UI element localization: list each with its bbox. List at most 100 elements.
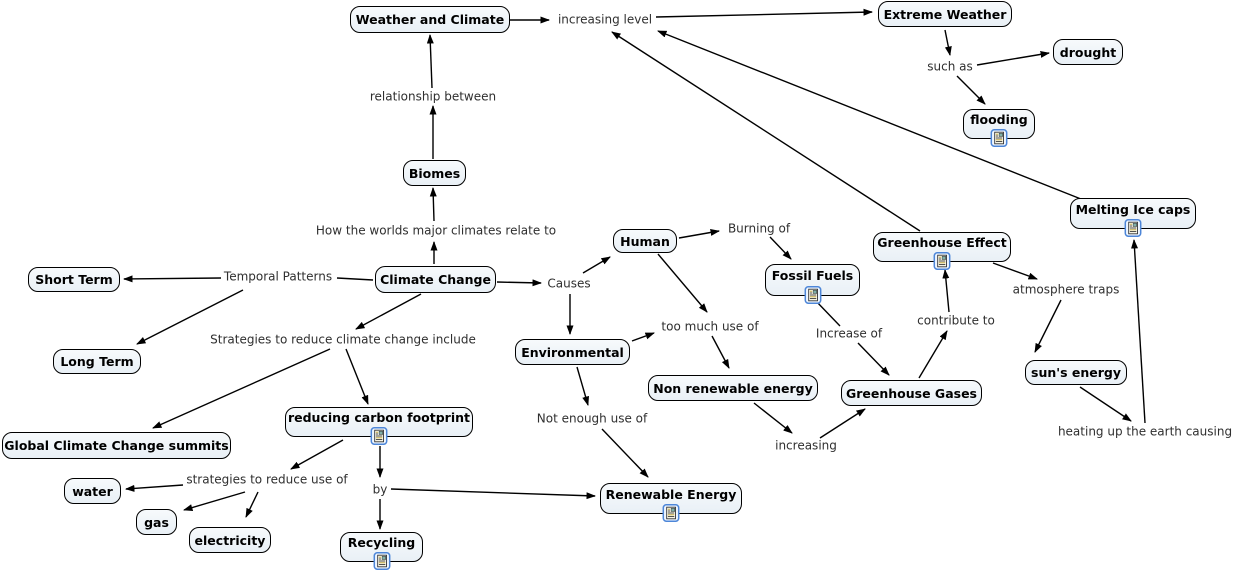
connector-human-to-burning-of xyxy=(678,229,720,239)
concept-label: Recycling xyxy=(347,535,416,550)
concept-node-human[interactable]: Human xyxy=(613,229,677,253)
connector-temporal-patterns-to-short-term xyxy=(123,275,222,283)
linking-phrase-atmosphere-traps[interactable]: atmosphere traps xyxy=(1010,282,1122,298)
linking-phrase-increase-of[interactable]: Increase of xyxy=(813,326,885,342)
concept-node-reducing-carbon-footprint[interactable]: reducing carbon footprint xyxy=(285,407,473,445)
concept-node-flooding[interactable]: flooding xyxy=(963,109,1035,147)
concept-node-weather-and-climate[interactable]: Weather and Climate xyxy=(350,6,510,33)
concept-label: drought xyxy=(1059,44,1117,60)
concept-label: Environmental xyxy=(521,344,624,360)
concept-label: Climate Change xyxy=(380,272,491,287)
concept-node-gas[interactable]: gas xyxy=(136,509,177,535)
connector-greenhouse-effect-to-atmosphere-traps xyxy=(992,262,1038,280)
concept-label: Global Climate Change summits xyxy=(4,438,229,453)
linking-phrase-by[interactable]: by xyxy=(370,482,390,498)
concept-label: Renewable Energy xyxy=(605,486,737,502)
concept-node-melting-ice-caps[interactable]: Melting Ice caps xyxy=(1070,198,1196,237)
resource-icon[interactable] xyxy=(804,286,821,304)
concept-label: gas xyxy=(144,514,169,530)
connector-not-enough-use-of-to-renewable-energy xyxy=(601,428,649,478)
linking-phrase-temporal-patterns[interactable]: Temporal Patterns xyxy=(221,269,335,285)
concept-node-greenhouse-gases[interactable]: Greenhouse Gases xyxy=(841,380,982,406)
connector-climate-change-to-temporal-patterns xyxy=(336,277,374,281)
concept-node-environmental[interactable]: Environmental xyxy=(515,339,630,365)
connector-greenhouse-gases-to-contribute-to xyxy=(918,330,948,379)
concept-label: Fossil Fuels xyxy=(771,268,854,283)
resource-icon[interactable] xyxy=(662,504,680,522)
concept-label: Human xyxy=(620,233,670,249)
resource-icon[interactable] xyxy=(373,552,390,570)
concept-node-fossil-fuels[interactable]: Fossil Fuels xyxy=(765,264,860,304)
connector-temporal-patterns-to-long-term xyxy=(136,289,244,345)
connector-increasing-level-to-extreme-weather xyxy=(655,8,873,18)
concept-node-drought[interactable]: drought xyxy=(1053,39,1123,65)
resource-icon[interactable] xyxy=(933,252,951,270)
concept-label: Short Term xyxy=(35,272,113,287)
connector-causes-to-human xyxy=(582,256,611,274)
connector-increase-of-to-greenhouse-gases xyxy=(857,342,890,376)
concept-node-climate-change[interactable]: Climate Change xyxy=(375,266,496,293)
concept-label: water xyxy=(72,483,113,499)
linking-phrase-too-much-use-of[interactable]: too much use of xyxy=(659,319,761,335)
concept-node-long-term[interactable]: Long Term xyxy=(53,349,141,374)
linking-phrase-increasing[interactable]: increasing xyxy=(773,438,839,454)
resource-icon[interactable] xyxy=(1124,219,1142,237)
concept-label: Greenhouse Gases xyxy=(846,385,977,401)
connector-extreme-weather-to-such-as xyxy=(944,29,952,56)
connector-reducing-carbon-footprint-to-strategies-reduce-use xyxy=(290,439,344,470)
concept-label: Extreme Weather xyxy=(883,6,1007,22)
connector-by-to-renewable-energy xyxy=(390,488,596,500)
concept-node-short-term[interactable]: Short Term xyxy=(28,267,120,292)
concept-node-non-renewable-energy[interactable]: Non renewable energy xyxy=(648,375,818,401)
concept-label: Melting Ice caps xyxy=(1075,201,1191,217)
linking-phrase-strategies-reduce-use[interactable]: strategies to reduce use of xyxy=(184,472,350,488)
concept-label: reducing carbon footprint xyxy=(287,410,471,425)
concept-node-electricity[interactable]: electricity xyxy=(189,527,271,553)
concept-node-biomes[interactable]: Biomes xyxy=(403,160,466,186)
connector-relationship-between-to-weather-and-climate xyxy=(426,34,434,89)
connector-climate-change-to-strategies-reduce-climate-change xyxy=(355,293,422,330)
concept-node-extreme-weather[interactable]: Extreme Weather xyxy=(878,1,1012,27)
linking-phrase-causes[interactable]: Causes xyxy=(545,276,593,292)
resource-icon[interactable] xyxy=(370,427,388,445)
linking-phrase-such-as[interactable]: such as xyxy=(925,59,975,75)
linking-phrase-contribute-to[interactable]: contribute to xyxy=(915,313,997,329)
concept-node-greenhouse-effect[interactable]: Greenhouse Effect xyxy=(873,232,1011,270)
concept-label: Non renewable energy xyxy=(653,380,813,396)
concept-label: sun's energy xyxy=(1031,365,1121,380)
concept-node-water[interactable]: water xyxy=(64,478,121,504)
connector-environmental-to-too-much-use-of xyxy=(631,332,655,342)
connector-environmental-to-not-enough-use-of xyxy=(576,366,589,406)
connector-increasing-to-greenhouse-gases xyxy=(819,408,866,439)
connector-greenhouse-effect-to-increasing-level xyxy=(611,31,921,232)
linking-phrase-how-worlds-climates[interactable]: How the worlds major climates relate to xyxy=(313,223,559,239)
connector-too-much-use-of-to-non-renewable-energy xyxy=(711,335,730,369)
connector-burning-of-to-fossil-fuels xyxy=(769,236,792,260)
connector-suns-energy-to-heating-up-earth xyxy=(1079,386,1132,422)
concept-node-recycling[interactable]: Recycling xyxy=(340,532,423,570)
linking-phrase-strategies-reduce-climate-change[interactable]: Strategies to reduce climate change incl… xyxy=(208,332,478,348)
connector-heating-up-earth-to-melting-ice-caps xyxy=(1131,239,1146,424)
connector-strategies-reduce-use-to-electricity xyxy=(245,491,259,518)
connector-contribute-to-to-greenhouse-effect xyxy=(942,269,950,313)
connector-human-to-too-much-use-of xyxy=(657,253,708,313)
resource-icon[interactable] xyxy=(990,129,1008,147)
connector-melting-ice-caps-to-increasing-level xyxy=(657,30,1087,202)
concept-label: Long Term xyxy=(60,354,134,369)
linking-phrase-burning-of[interactable]: Burning of xyxy=(725,221,793,237)
connector-such-as-to-drought xyxy=(976,50,1050,66)
concept-node-renewable-energy[interactable]: Renewable Energy xyxy=(600,483,742,522)
connector-strategies-reduce-climate-change-to-reducing-carbon-footprint xyxy=(345,348,369,405)
connector-how-worlds-climates-to-biomes xyxy=(429,187,437,222)
concept-node-suns-energy[interactable]: sun's energy xyxy=(1025,360,1127,385)
connector-atmosphere-traps-to-suns-energy xyxy=(1034,299,1062,353)
connector-strategies-reduce-climate-change-to-global-climate-change-summits xyxy=(152,348,331,429)
concept-label: Weather and Climate xyxy=(355,12,505,27)
linking-phrase-relationship-between[interactable]: relationship between xyxy=(367,89,499,105)
linking-phrase-not-enough-use-of[interactable]: Not enough use of xyxy=(534,411,650,427)
linking-phrase-increasing-level[interactable]: increasing level xyxy=(555,12,655,28)
concept-node-global-climate-change-summits[interactable]: Global Climate Change summits xyxy=(2,432,231,459)
concept-label: Biomes xyxy=(408,165,461,181)
linking-phrase-heating-up-earth[interactable]: heating up the earth causing xyxy=(1055,424,1235,440)
